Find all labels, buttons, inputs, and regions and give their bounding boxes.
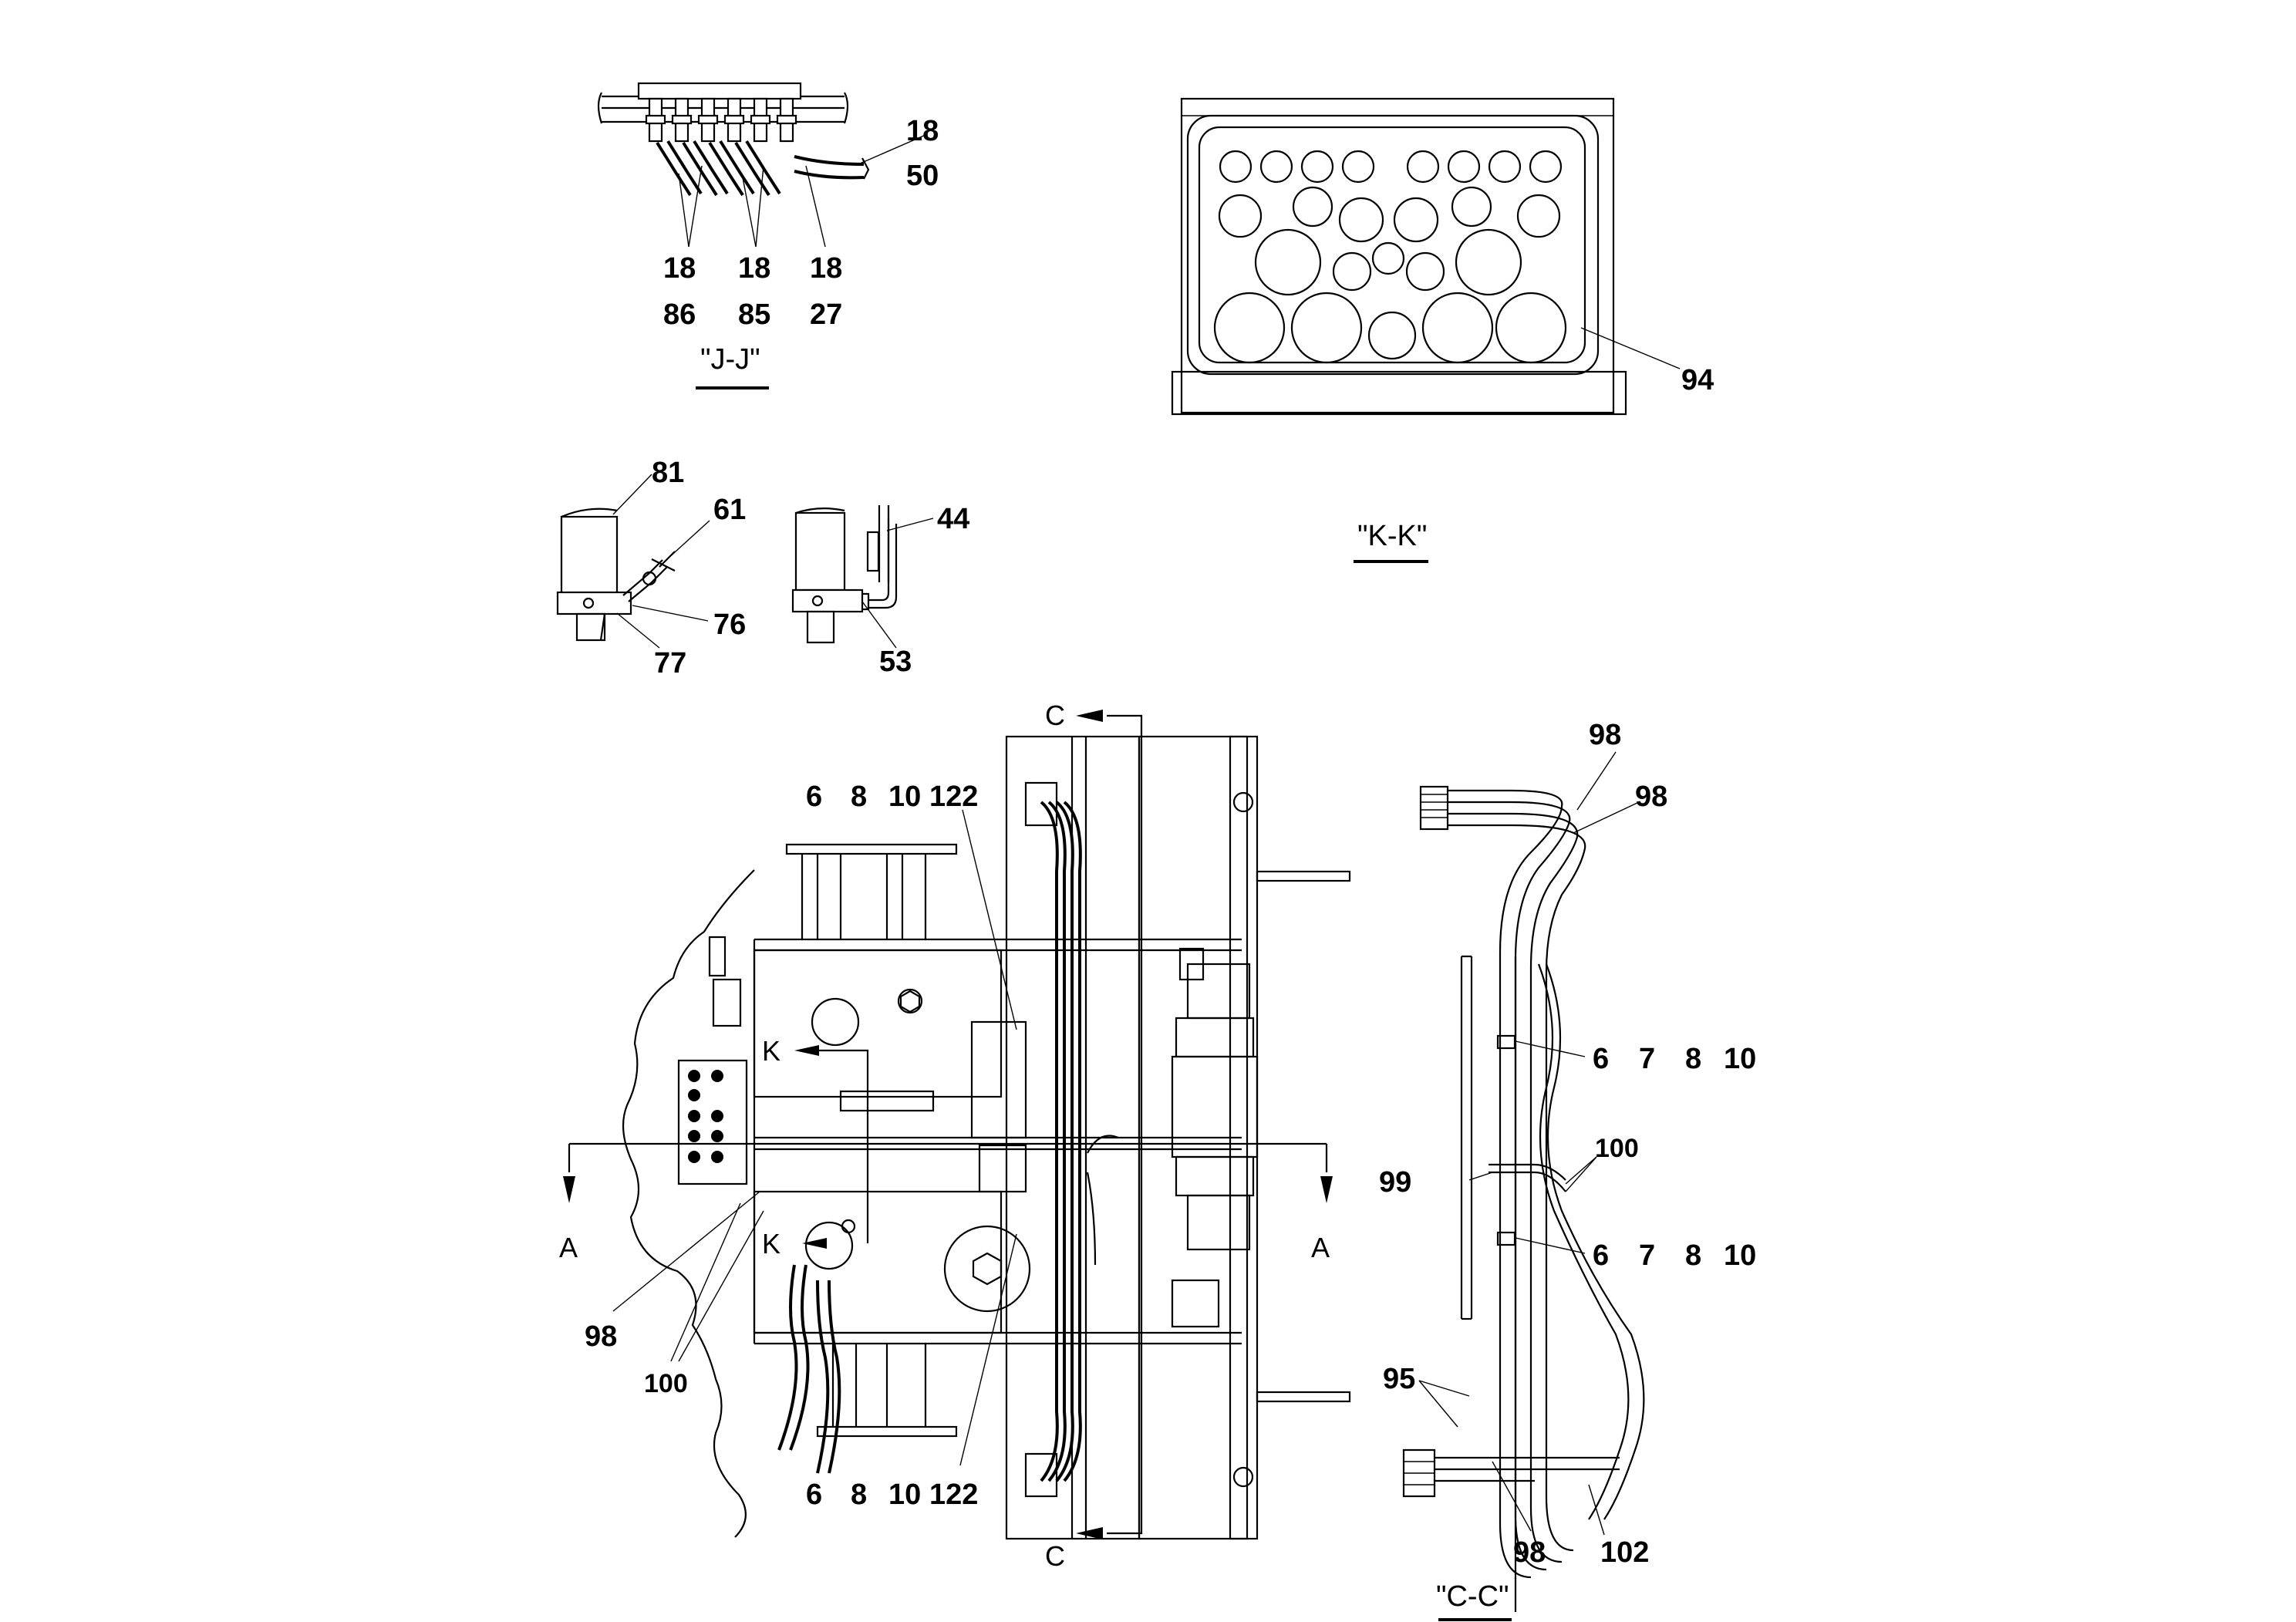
main-label-98: 98	[585, 1320, 617, 1353]
cc-label-7-row1: 7	[1639, 1043, 1655, 1075]
section-mark-a-right: A	[1311, 1232, 1330, 1263]
jj-manifold	[597, 82, 849, 143]
main-section-lines	[563, 710, 1333, 1539]
jj-label-18-top: 18	[906, 115, 939, 147]
main-label-100: 100	[644, 1369, 688, 1398]
main-label-6-top: 6	[806, 781, 822, 813]
cc-label-98-c: 98	[1513, 1536, 1546, 1569]
jj-label-18-right: 18	[810, 252, 842, 285]
cc-label-98-a: 98	[1589, 719, 1621, 751]
main-leaders	[612, 809, 1017, 1466]
main-frame	[753, 843, 1242, 1438]
section-mark-c-bottom: C	[1045, 1540, 1065, 1572]
detail-label-44: 44	[937, 503, 969, 535]
cc-label-6-row1: 6	[1593, 1043, 1609, 1075]
main-label-10-bottom: 10	[888, 1479, 921, 1511]
section-mark-k-top: K	[762, 1035, 781, 1067]
cc-bottom-connectors	[1402, 1448, 1620, 1498]
cc-label-100: 100	[1595, 1134, 1639, 1163]
view-cc: 98 98 6 7 8 10 99 100 6 7 8 10 95 98 102…	[1379, 719, 1756, 1621]
cc-label-10-row2: 10	[1724, 1239, 1756, 1272]
jj-label-18-left: 18	[663, 252, 696, 285]
main-components	[677, 936, 1031, 1474]
jj-hoses	[656, 140, 870, 197]
detail-label-77: 77	[654, 647, 686, 679]
main-view: C C A A K K 6 8 10 122 6 8 10 122 98 100	[559, 700, 1351, 1572]
section-mark-k-bottom: K	[762, 1228, 781, 1259]
main-label-8-top: 8	[851, 781, 867, 813]
cc-label-98-b: 98	[1635, 781, 1667, 813]
detail-right	[791, 505, 934, 649]
jj-label-86: 86	[663, 298, 696, 331]
view-kk: 94 "K-K"	[1171, 97, 1714, 563]
cc-label-7-row2: 7	[1639, 1239, 1655, 1272]
main-cutaway-outline	[622, 869, 755, 1538]
main-label-8-bottom: 8	[851, 1479, 867, 1511]
cc-label-102: 102	[1600, 1536, 1649, 1569]
cc-label-99: 99	[1379, 1166, 1411, 1199]
kk-label-94: 94	[1681, 364, 1714, 396]
cc-hose-bundle	[1460, 789, 1645, 1612]
main-center-beam	[1005, 735, 1249, 1540]
detail-label-81: 81	[652, 457, 684, 489]
detail-left	[556, 474, 710, 649]
jj-leaders	[678, 134, 926, 248]
main-label-6-bottom: 6	[806, 1479, 822, 1511]
main-right-beam	[1171, 735, 1351, 1540]
main-label-122-top: 122	[929, 781, 978, 813]
jj-label-50: 50	[906, 160, 939, 192]
kk-leader-94	[1580, 327, 1681, 369]
cc-leaders	[1418, 751, 1640, 1536]
jj-label-85: 85	[738, 298, 770, 331]
view-jj: 18 50 18 86 18 85 18 27 "J-J"	[597, 82, 939, 389]
kk-grommet-plate	[1171, 97, 1627, 416]
cc-top-connectors	[1419, 785, 1512, 831]
jj-label-27: 27	[810, 298, 842, 331]
cc-label-8-row2: 8	[1685, 1239, 1701, 1272]
section-mark-c-top: C	[1045, 700, 1065, 731]
cc-label-6-row2: 6	[1593, 1239, 1609, 1272]
cc-label-95: 95	[1383, 1363, 1415, 1395]
detail-label-61: 61	[713, 494, 746, 526]
cc-label-10-row1: 10	[1724, 1043, 1756, 1075]
detail-label-76: 76	[713, 609, 746, 641]
jj-label-18-mid: 18	[738, 252, 770, 285]
kk-holes	[1213, 150, 1567, 364]
jj-view-title: "J-J"	[700, 343, 760, 376]
detail-label-53: 53	[879, 646, 912, 678]
main-label-122-bottom: 122	[929, 1479, 978, 1511]
cc-label-8-row1: 8	[1685, 1043, 1701, 1075]
detail-views: 81 61 76 77 44 53	[556, 457, 969, 679]
kk-view-title: "K-K"	[1357, 520, 1427, 552]
cc-view-title: "C-C"	[1436, 1580, 1509, 1613]
main-label-10-top: 10	[888, 781, 921, 813]
section-mark-a-left: A	[559, 1232, 578, 1263]
